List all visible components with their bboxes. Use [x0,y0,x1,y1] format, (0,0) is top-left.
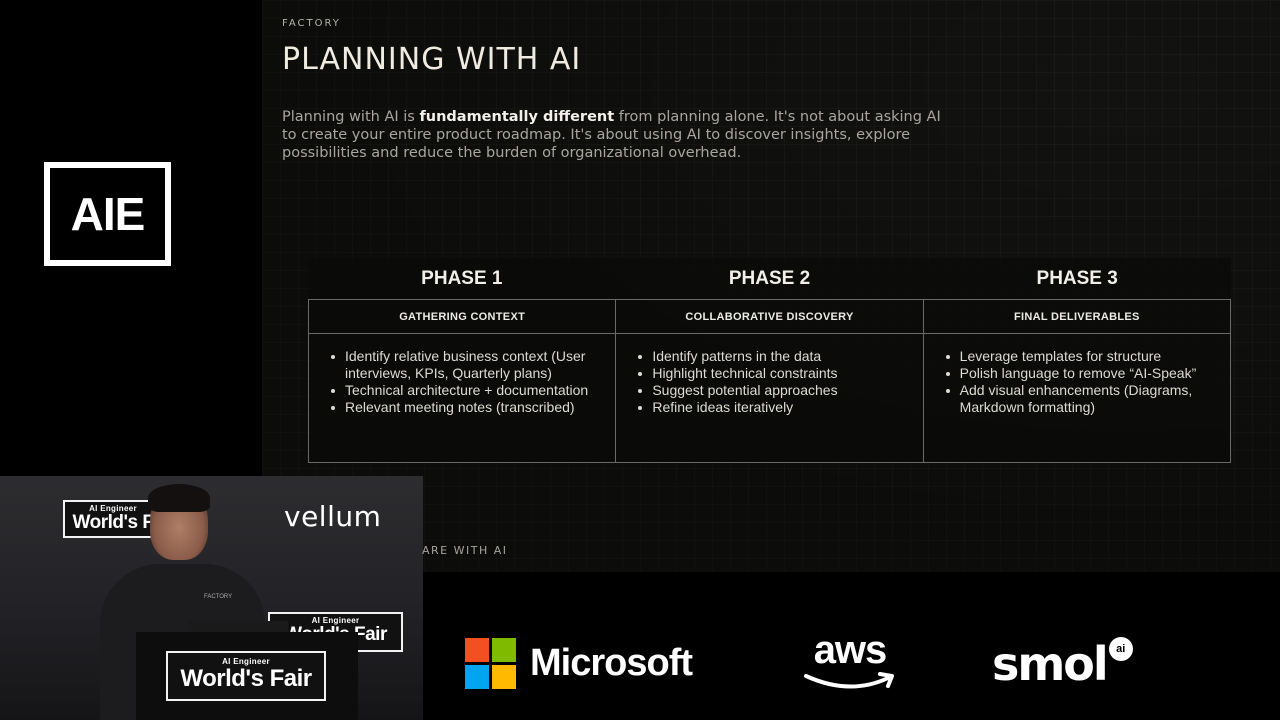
phase-2-label: PHASE 2 [728,268,811,289]
list-item: Identify relative business context (User… [331,348,605,382]
list-item: Technical architecture + documentation [331,382,605,399]
phase-2-column: COLLABORATIVE DISCOVERY Identify pattern… [615,300,923,462]
phase-3-label: PHASE 3 [1036,268,1118,289]
list-item: Polish language to remove “AI-Speak” [945,365,1220,382]
phase-2-subtitle: COLLABORATIVE DISCOVERY [616,300,923,334]
phase-3-body: Leverage templates for structure Polish … [924,334,1230,462]
list-item: Add visual enhancements (Diagrams, Markd… [945,382,1220,416]
lead-emphasis: fundamentally different [419,109,615,125]
phases-grid: GATHERING CONTEXT Identify relative busi… [308,299,1231,463]
event-banner-left: AI Engineer World's F [63,500,163,538]
phases-header-row: PHASE 1 PHASE 2 PHASE 3 [308,258,1231,299]
ms-blue-square [465,665,489,689]
aie-logo: AIE [44,162,171,266]
vellum-logo: vellum [284,500,382,533]
phase-1-label: PHASE 1 [421,268,503,289]
phase-1-body: Identify relative business context (User… [309,334,615,462]
phases-table: PHASE 1 PHASE 2 PHASE 3 GATHERING CONTEX… [308,258,1231,463]
ms-green-square [492,638,516,662]
aie-logo-text: AIE [70,188,146,240]
banner-small-text: AI Engineer [311,616,360,625]
banner-small-text: AI Engineer [222,657,270,666]
laptop [188,621,288,633]
smol-ai-badge: ai [1108,637,1133,661]
slide-footer-text: ARE WITH AI [422,544,508,557]
list-item: Suggest potential approaches [638,382,912,399]
list-item: Highlight technical constraints [638,365,912,382]
phase-1-list: Identify relative business context (User… [331,348,605,416]
list-item: Relevant meeting notes (transcribed) [331,399,605,416]
lead-text-start: Planning with AI is [282,109,420,125]
aws-wordmark: aws [813,628,888,672]
banner-big-text: World's F [72,512,154,533]
ms-red-square [465,638,489,662]
slide-lead-paragraph: Planning with AI is fundamentally differ… [282,108,942,162]
aws-logo: aws [800,630,900,700]
lead-text-end: from planning alone. It's not about aski… [282,109,941,161]
banner-big-text: World's Fair [180,665,312,692]
list-item: Refine ideas iteratively [638,399,912,416]
phase-3-list: Leverage templates for structure Polish … [945,348,1220,416]
smol-ai-logo: smol ai [992,637,1133,691]
list-item: Identify patterns in the data [638,348,912,365]
speaker-camera-feed: AI Engineer World's F vellum FACTORY AI … [0,476,423,720]
phase-1-column: GATHERING CONTEXT Identify relative busi… [309,300,616,462]
microsoft-logo: Microsoft [465,638,693,689]
speaker-hair [148,484,210,512]
presentation-slide: FACTORY PLANNING WITH AI Planning with A… [262,0,1280,572]
list-item: Leverage templates for structure [945,348,1220,365]
aws-smile-icon [804,672,894,689]
shirt-logo: FACTORY [204,594,233,600]
slide-kicker: FACTORY [282,18,341,29]
banner-small-text: AI Engineer [89,504,137,513]
phase-2-body: Identify patterns in the data Highlight … [616,334,922,462]
phase-1-subtitle: GATHERING CONTEXT [309,300,616,334]
microsoft-squares-icon [465,638,516,689]
phase-3-column: FINAL DELIVERABLES Leverage templates fo… [922,300,1230,462]
ms-yellow-square [492,665,516,689]
podium-banner: AI Engineer World's Fair [166,651,326,701]
slide-title: PLANNING WITH AI [282,42,582,77]
smol-wordmark: smol [992,637,1109,691]
phase-3-subtitle: FINAL DELIVERABLES [923,300,1230,334]
phase-2-list: Identify patterns in the data Highlight … [638,348,912,416]
microsoft-wordmark: Microsoft [530,642,693,684]
